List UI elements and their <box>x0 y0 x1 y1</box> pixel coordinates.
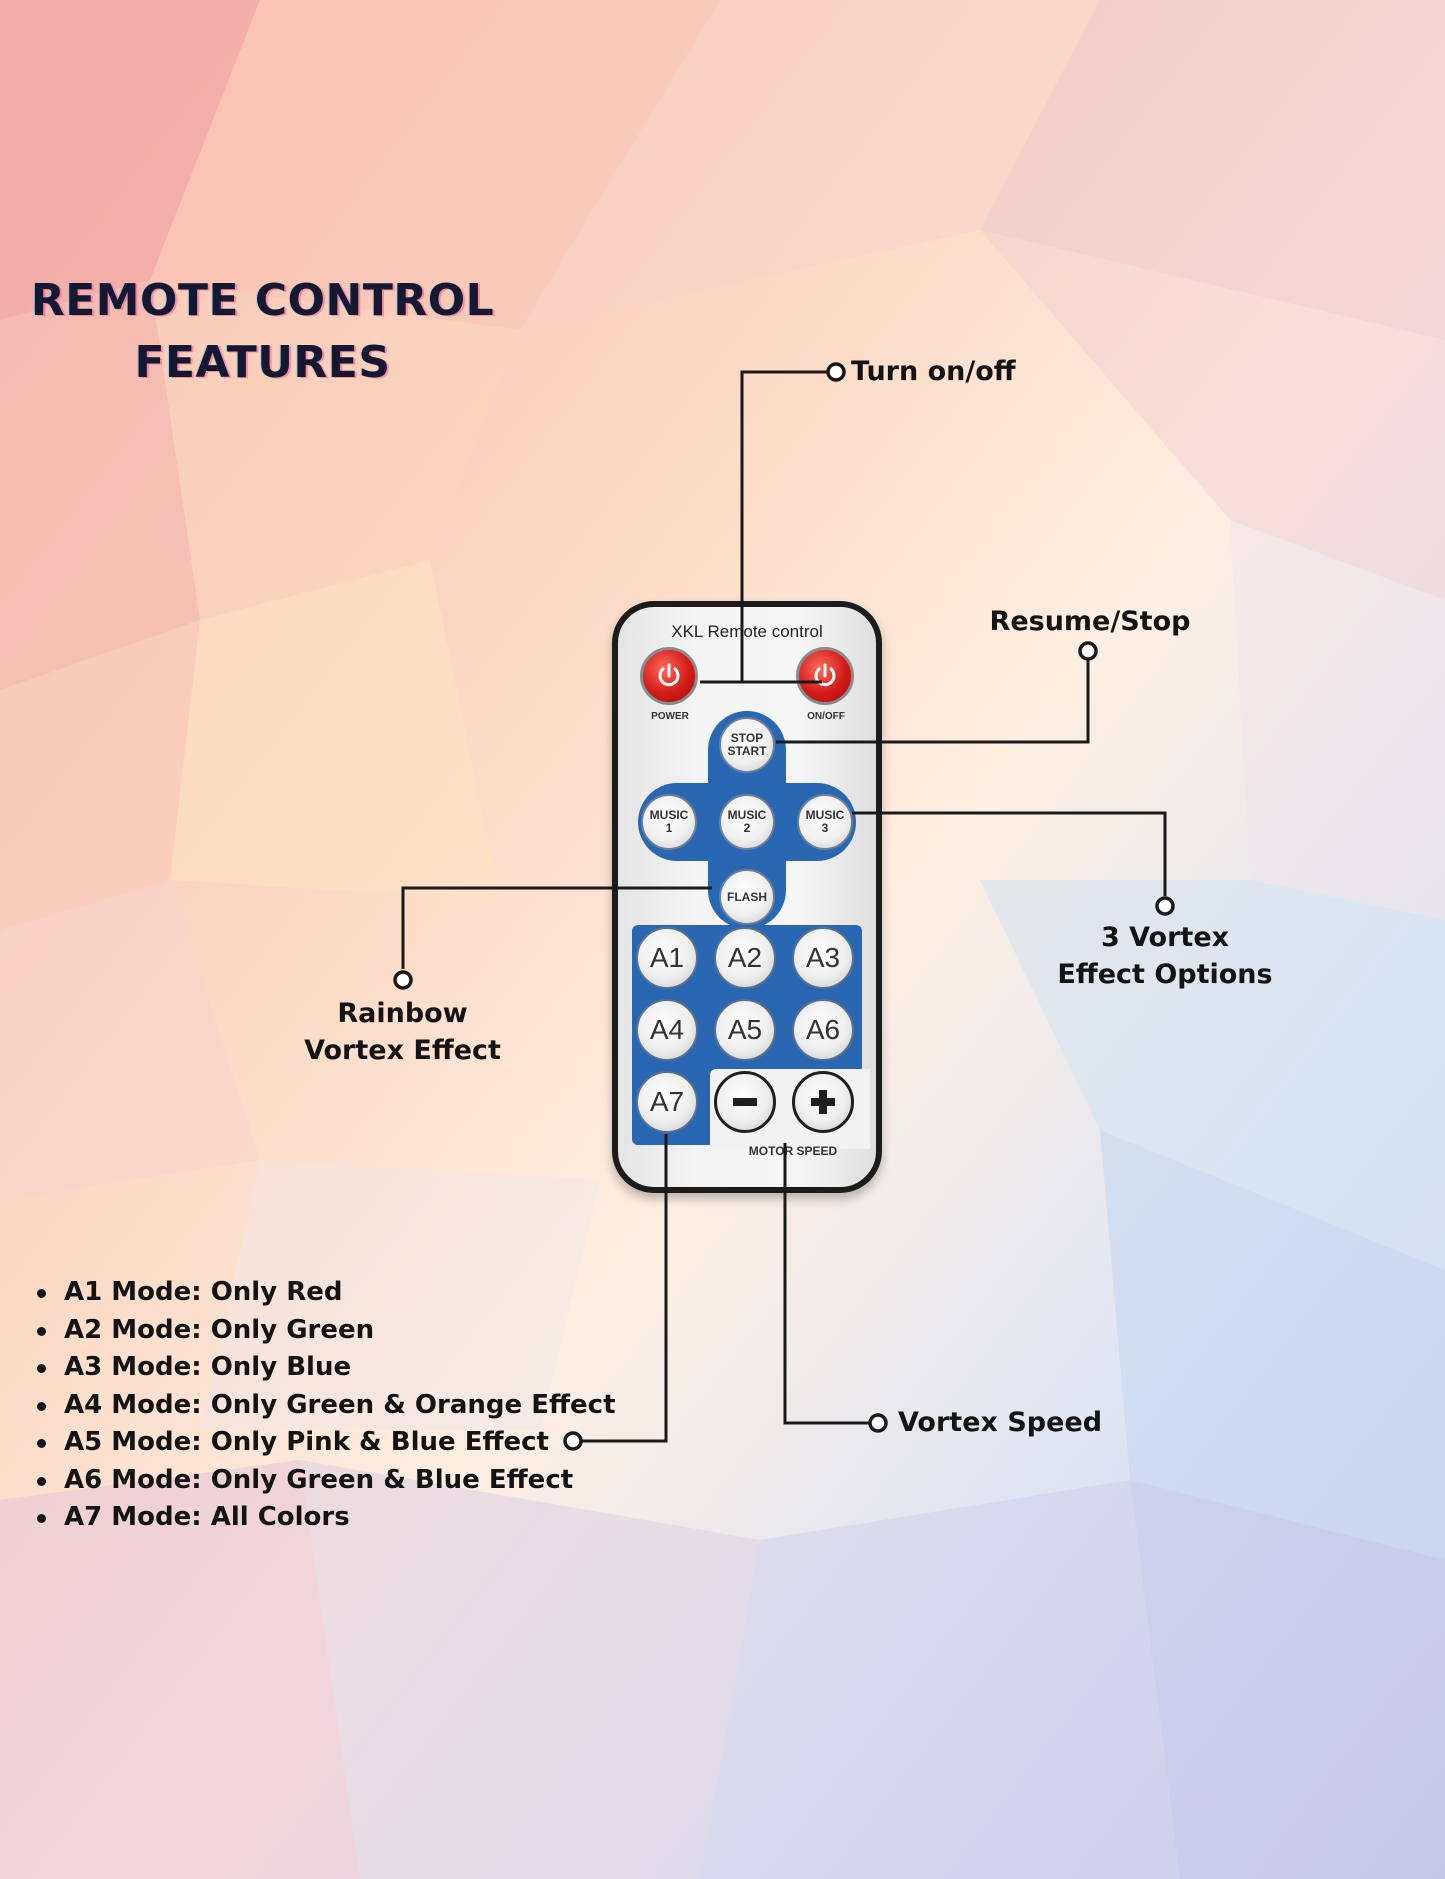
stop-start-button: STOP START <box>719 717 775 773</box>
onoff-button <box>796 647 854 705</box>
speed-plus-button <box>792 1071 854 1133</box>
power-icon <box>814 663 836 687</box>
music-2-button: MUSIC 2 <box>719 794 775 850</box>
vortex-options-line-2: Effect Options <box>1057 959 1273 990</box>
minus-icon <box>733 1098 757 1106</box>
rainbow-line-1: Rainbow <box>337 998 468 1029</box>
rainbow-line-2: Vortex Effect <box>304 1035 501 1066</box>
power-icon <box>658 663 680 687</box>
music-3-number: 3 <box>821 821 829 835</box>
motor-speed-label: MOTOR SPEED <box>748 1144 838 1158</box>
list-item: A1 Mode: Only Red <box>28 1274 616 1312</box>
music-1-number: 1 <box>665 821 673 835</box>
music-3-label: MUSIC <box>805 808 845 822</box>
rainbow-vortex-callout: Rainbow Vortex Effect <box>270 995 535 1069</box>
vortex-options-line-1: 3 Vortex <box>1100 922 1230 953</box>
power-label: POWER <box>651 711 689 722</box>
list-item: A5 Mode: Only Pink & Blue Effect <box>28 1424 616 1462</box>
a2-button: A2 <box>714 927 776 989</box>
stop-label: STOP <box>730 731 764 745</box>
music-3-button: MUSIC 3 <box>797 794 853 850</box>
list-item: A7 Mode: All Colors <box>28 1499 616 1537</box>
a1-button: A1 <box>636 927 698 989</box>
list-item: A6 Mode: Only Green & Blue Effect <box>28 1462 616 1500</box>
a3-button: A3 <box>792 927 854 989</box>
flash-label: FLASH <box>727 889 767 904</box>
remote-control: XKL Remote control POWER ON/OFF STOP STA… <box>612 601 882 1193</box>
music-2-number: 2 <box>743 821 751 835</box>
speed-minus-button <box>714 1071 776 1133</box>
start-label: START <box>727 744 767 758</box>
music-1-label: MUSIC <box>649 808 689 822</box>
vortex-options-callout: 3 Vortex Effect Options <box>1035 919 1295 993</box>
turn-onoff-callout: Turn on/off <box>851 356 1016 387</box>
a5-button: A5 <box>714 999 776 1061</box>
music-1-button: MUSIC 1 <box>641 794 697 850</box>
onoff-label: ON/OFF <box>807 711 845 722</box>
a4-button: A4 <box>636 999 698 1061</box>
resume-stop-callout: Resume/Stop <box>989 606 1191 637</box>
list-item: A4 Mode: Only Green & Orange Effect <box>28 1387 616 1425</box>
music-2-label: MUSIC <box>727 808 767 822</box>
vortex-speed-callout: Vortex Speed <box>898 1407 1103 1438</box>
title-line-2: FEATURES <box>134 337 391 388</box>
list-item: A2 Mode: Only Green <box>28 1312 616 1350</box>
list-item: A3 Mode: Only Blue <box>28 1349 616 1387</box>
plus-icon <box>811 1090 835 1114</box>
flash-button: FLASH <box>719 869 775 925</box>
page-title: REMOTE CONTROL FEATURES <box>30 270 495 394</box>
title-line-1: REMOTE CONTROL <box>30 275 495 326</box>
mode-list: A1 Mode: Only Red A2 Mode: Only Green A3… <box>28 1274 616 1537</box>
a7-button: A7 <box>636 1071 698 1133</box>
remote-brand-label: XKL Remote control <box>671 622 823 641</box>
a6-button: A6 <box>792 999 854 1061</box>
power-button <box>640 647 698 705</box>
